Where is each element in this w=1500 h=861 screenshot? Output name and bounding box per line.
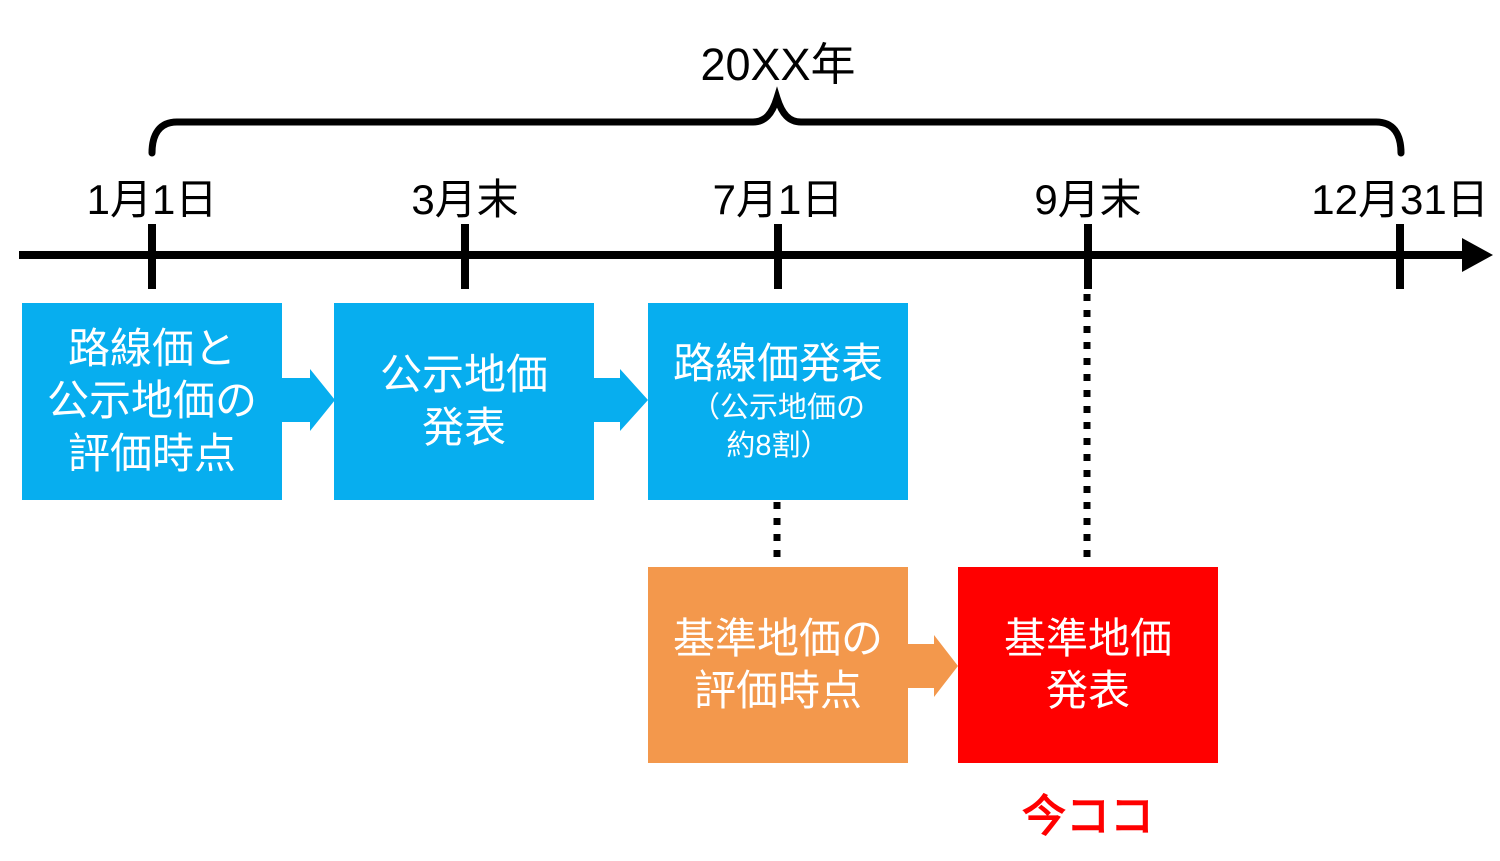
now-here-label: 今ココ (1022, 792, 1154, 841)
box-text-line: 評価時点 (67, 429, 236, 477)
box-rosenka-kouji-assessment: 路線価と 公示地価の 評価時点 (22, 303, 282, 500)
box-kouji-announcement: 公示地価 発表 (334, 303, 594, 500)
arrow-icon-box1-to-box2 (282, 369, 335, 431)
arrow-icon-box2-to-box3 (593, 369, 648, 431)
year-brace (148, 86, 1405, 157)
tick-label-jul1: 7月1日 (712, 176, 844, 223)
box-text-line: 発表 (1045, 667, 1130, 714)
tick-label-dec31: 12月31日 (1311, 176, 1489, 223)
box-text-line: 路線価発表 (672, 340, 883, 388)
box-kijun-announcement: 基準地価 発表 (958, 567, 1218, 763)
tick-label-mar-end: 3月末 (411, 176, 519, 223)
tick-label-jan1: 1月1日 (86, 176, 218, 223)
box-text-line: 公示地価の (46, 377, 257, 425)
timeline-arrowhead-icon (1462, 238, 1493, 272)
tick-label-sep-end: 9月末 (1034, 176, 1142, 223)
box-text-line: 基準地価の (672, 614, 883, 662)
arrow-icon-kijun-to-announcement (906, 635, 958, 697)
box-text-line: 評価時点 (693, 667, 862, 714)
box-text-line: 基準地価 (1003, 614, 1172, 662)
box-rosenka-announcement: 路線価発表 （公示地価の 約8割） (648, 303, 908, 500)
box-kijun-assessment: 基準地価の 評価時点 (648, 567, 908, 763)
box-text-subline: 約8割） (726, 429, 830, 462)
box-text-subline: （公示地価の (690, 392, 865, 425)
box-text-line: 発表 (421, 403, 506, 451)
year-title: 20XX年 (700, 39, 856, 90)
box-text-line: 公示地価 (379, 351, 548, 399)
box-text-line: 路線価と (67, 325, 236, 373)
